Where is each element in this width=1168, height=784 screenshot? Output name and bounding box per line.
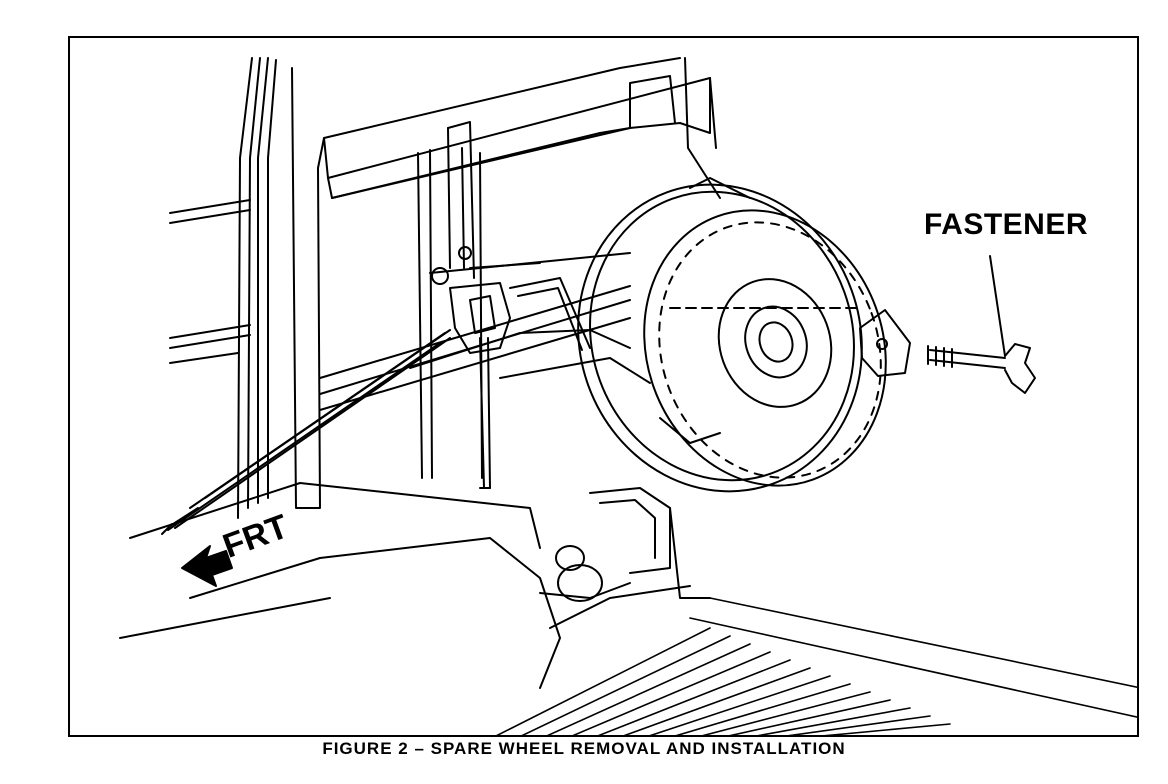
carrier-arm — [469, 262, 591, 351]
left-pillar — [237, 57, 277, 519]
hoist-bracket — [431, 246, 511, 489]
jack-rods — [161, 329, 451, 535]
cab-floor — [119, 482, 561, 689]
ribbed-bed-floor — [496, 597, 1137, 735]
floor-hardware — [539, 487, 711, 629]
spare-wheel — [577, 177, 887, 493]
retainer-and-fastener — [859, 255, 1036, 394]
fastener-callout: FASTENER — [924, 208, 1089, 241]
cab-window-frame — [291, 57, 721, 509]
figure-caption: FIGURE 2 – SPARE WHEEL REMOVAL AND INSTA… — [322, 739, 846, 758]
front-arrow — [181, 545, 233, 587]
spare-wheel-illustration — [119, 57, 1137, 735]
left-slats — [169, 199, 251, 364]
figure-frame: FASTENER FRT — [68, 36, 1139, 737]
